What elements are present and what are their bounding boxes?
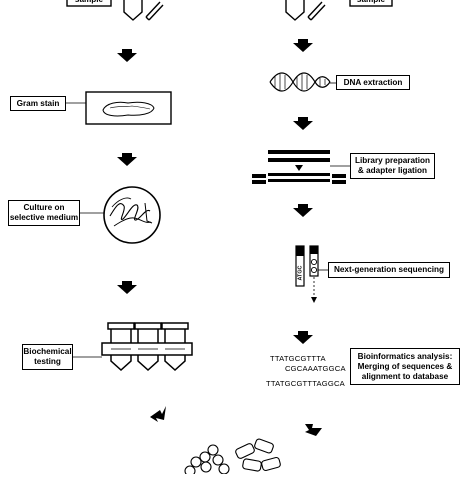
ngs-label: Next-generation sequencing: [328, 262, 450, 278]
sequence-read-2: CGCAAATGGCA: [285, 364, 346, 373]
dna-helix-icon: [269, 72, 331, 92]
bacteria-rods-icon: [235, 438, 281, 472]
left-sample-tubes-icon: [123, 0, 164, 21]
gram-stain-text: Gram stain: [16, 98, 60, 108]
sequencer-strip-text: ATGC: [297, 265, 303, 280]
library-prep-icon: [252, 150, 346, 184]
left-sample-text: sample: [75, 0, 103, 5]
bottom-right-arrow-icon: [305, 424, 322, 436]
right-sample-tubes-icon: [285, 0, 326, 21]
culture-label: Culture on selective medium: [8, 200, 80, 226]
right-sample-text: sample: [357, 0, 385, 5]
sequencer-strips-icon: [295, 245, 319, 303]
biochemical-label: Biochemical testing: [22, 344, 73, 370]
biochemical-text: Biochemical testing: [23, 347, 72, 366]
library-prep-label: Library preparation & adapter ligation: [350, 153, 435, 179]
right-sample-label: sample: [350, 0, 392, 6]
left-arrow-2-icon: [117, 153, 137, 166]
gram-stain-label: Gram stain: [10, 96, 66, 111]
left-sample-box: [66, 0, 112, 7]
culture-text: Culture on selective medium: [9, 203, 79, 222]
library-prep-text: Library preparation & adapter ligation: [354, 156, 431, 175]
bioinformatics-text: Bioinformatics analysis: Merging of sequ…: [357, 351, 453, 381]
biochemical-test-tubes-icon: [101, 322, 193, 372]
sequence-read-1: TTATGCGTTTA: [270, 354, 326, 363]
left-sample-label: sample: [67, 0, 111, 6]
right-arrow-2-icon: [293, 117, 313, 130]
right-arrow-4-icon: [293, 331, 313, 344]
ngs-text: Next-generation sequencing: [333, 265, 445, 274]
petri-dish-icon: [103, 186, 161, 244]
gram-stain-slide-icon: [85, 91, 172, 125]
dna-extraction-label: DNA extraction: [336, 75, 410, 90]
sequence-merged: TTATGCGTTTAGGCA: [266, 379, 345, 388]
right-sample-box: [349, 0, 393, 7]
bioinformatics-label: Bioinformatics analysis: Merging of sequ…: [350, 348, 460, 385]
bacteria-cocci-icon: [184, 444, 230, 477]
left-arrow-1-icon: [117, 49, 137, 62]
left-arrow-3-icon: [117, 281, 137, 294]
right-arrow-3-icon: [293, 204, 313, 217]
bottom-left-arrow-icon: [150, 406, 166, 422]
right-arrow-1-icon: [293, 39, 313, 52]
dna-extraction-text: DNA extraction: [343, 77, 403, 87]
